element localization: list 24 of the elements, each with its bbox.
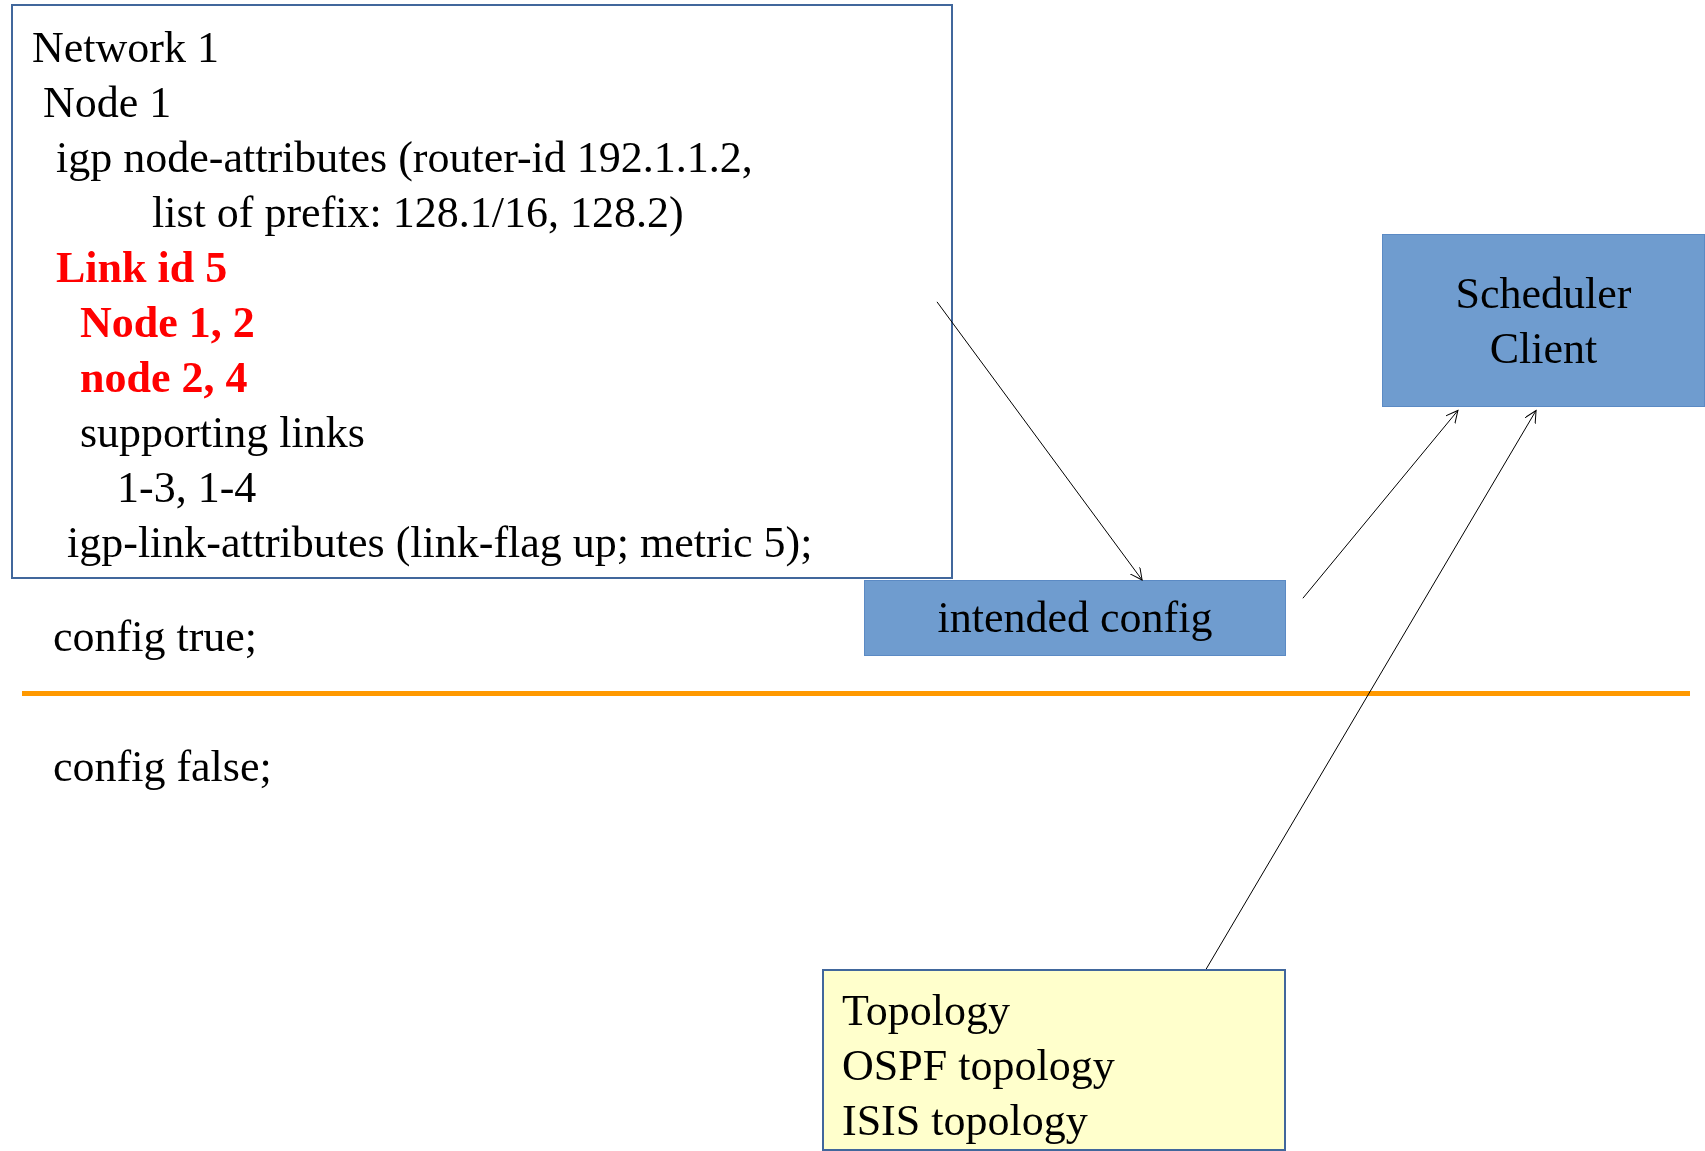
arrow — [1302, 409, 1459, 599]
code-line: list of prefix: 128.1/16, 128.2) — [152, 189, 684, 237]
code-line: Node 1 — [43, 79, 172, 127]
arrow — [1205, 409, 1537, 970]
process-box — [864, 580, 1286, 656]
box-text: intended config — [937, 596, 1213, 640]
code-line: igp-link-attributes (link-flag up; metric 5); — [67, 519, 813, 567]
code-box — [11, 4, 953, 579]
arrow — [936, 301, 1143, 581]
code-line: Network 1 — [32, 24, 219, 72]
code-line: node 2, 4 — [80, 354, 248, 402]
code-line: 1-3, 1-4 — [117, 464, 257, 512]
code-line: Node 1, 2 — [80, 299, 255, 347]
code-line: Link id 5 — [56, 244, 228, 292]
section-label: config false; — [53, 745, 272, 789]
code-line: igp node-attributes (router-id 192.1.1.2, — [56, 134, 753, 182]
code-line: supporting links — [80, 409, 365, 457]
box-text: Topology — [842, 985, 1012, 1037]
box-text: ISIS topology — [842, 1095, 1089, 1147]
note-box — [822, 969, 1286, 1151]
process-box — [1382, 234, 1705, 407]
section-label: config true; — [53, 615, 258, 659]
box-text: Scheduler Client — [1454, 267, 1633, 375]
box-text: OSPF topology — [842, 1040, 1116, 1092]
